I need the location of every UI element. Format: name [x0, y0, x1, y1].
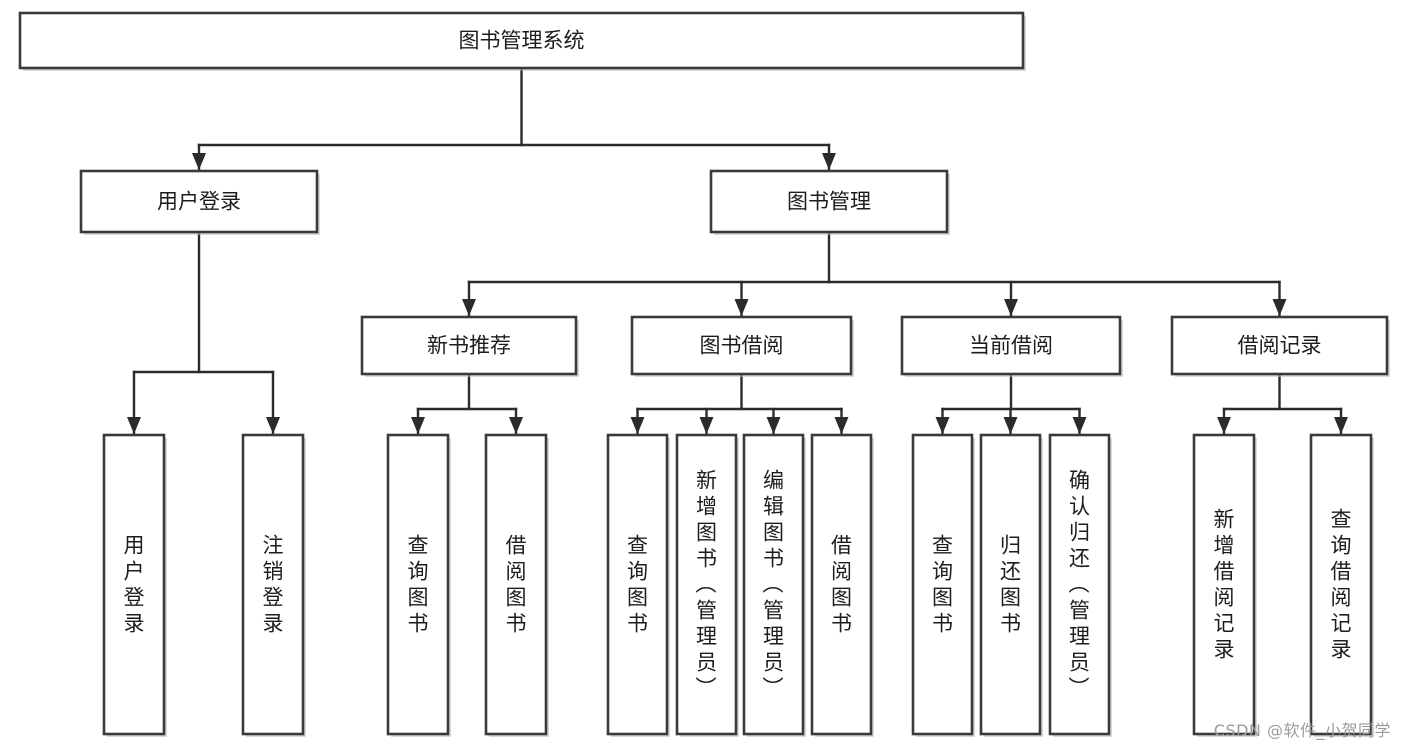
node-layer: 图书管理系统用户登录用户登录注销登录图书管理新书推荐查询图书借阅图书图书借阅查询…: [18, 11, 1390, 737]
node-l2-用户登录[interactable]: 用户登录: [79, 169, 320, 235]
node-label: 归还图书: [1000, 534, 1021, 636]
arrow-head-icon: [834, 417, 849, 434]
connector-layer: [127, 66, 1348, 436]
node-rect[interactable]: [102, 433, 166, 736]
node-rect[interactable]: [1192, 433, 1256, 736]
node-label: 用户登录: [157, 190, 241, 214]
node-label: 新书推荐: [427, 334, 511, 358]
arrow-head-icon: [1003, 417, 1018, 434]
node-rect[interactable]: [1309, 433, 1373, 736]
node-rect[interactable]: [1048, 433, 1111, 736]
arrow-head-icon: [1004, 299, 1018, 316]
node-rect[interactable]: [79, 169, 319, 234]
arrow-head-icon: [935, 417, 950, 434]
node-label: 图书管理: [787, 190, 871, 214]
node-label: 图书管理系统: [459, 29, 585, 53]
node-leaf-新增图书管理员[interactable]: 新增图书（管理员）: [675, 433, 739, 737]
arrow-head-icon: [766, 417, 781, 434]
node-label: 当前借阅: [969, 334, 1053, 358]
node-label: 查询借阅记录: [1331, 508, 1352, 662]
arrow-head-icon: [699, 417, 714, 434]
arrow-head-icon: [1272, 299, 1287, 316]
node-leaf-借阅图书[interactable]: 借阅图书: [810, 433, 874, 737]
node-rect[interactable]: [18, 11, 1025, 70]
arrow-head-icon: [1072, 417, 1087, 434]
arrow-head-icon: [822, 153, 836, 170]
node-label: 新增借阅记录: [1214, 508, 1235, 662]
node-leaf-确认归还管理员[interactable]: 确认归还（管理员）: [1048, 433, 1112, 737]
node-label: 编辑图书（管理员）: [763, 469, 785, 701]
arrow-head-icon: [127, 417, 141, 434]
node-rect[interactable]: [484, 433, 548, 736]
node-leaf-新增借阅记录[interactable]: 新增借阅记录: [1192, 433, 1257, 737]
arrow-head-icon: [1217, 417, 1231, 434]
node-leaf-查询图书[interactable]: 查询图书: [606, 433, 670, 737]
node-rect[interactable]: [360, 315, 578, 376]
node-rect[interactable]: [911, 433, 974, 736]
node-leaf-编辑图书管理员[interactable]: 编辑图书（管理员）: [742, 433, 806, 737]
node-leaf-查询图书[interactable]: 查询图书: [386, 433, 451, 737]
node-l3-当前借阅[interactable]: 当前借阅: [900, 315, 1123, 377]
node-root-图书管理系统[interactable]: 图书管理系统: [18, 11, 1026, 71]
node-leaf-查询借阅记录[interactable]: 查询借阅记录: [1309, 433, 1374, 737]
node-label: 图书借阅: [700, 334, 784, 358]
node-rect[interactable]: [241, 433, 305, 736]
arrow-head-icon: [1334, 417, 1348, 434]
arrow-head-icon: [630, 417, 645, 434]
node-l3-图书借阅[interactable]: 图书借阅: [630, 315, 854, 377]
arrow-head-icon: [509, 417, 523, 434]
node-leaf-注销登录[interactable]: 注销登录: [241, 433, 306, 737]
node-rect[interactable]: [606, 433, 669, 736]
node-rect[interactable]: [675, 433, 738, 736]
watermark-text: CSDN @软件_小贺同学: [1213, 721, 1391, 740]
node-label: 查询图书: [408, 534, 429, 636]
node-leaf-借阅图书[interactable]: 借阅图书: [484, 433, 549, 737]
node-rect[interactable]: [386, 433, 450, 736]
node-l3-新书推荐[interactable]: 新书推荐: [360, 315, 579, 377]
node-label: 确认归还（管理员）: [1069, 469, 1091, 701]
node-label: 注销登录: [263, 534, 284, 636]
arrow-head-icon: [734, 299, 749, 316]
node-label: 借阅图书: [831, 534, 852, 636]
node-rect[interactable]: [810, 433, 873, 736]
node-l3-借阅记录[interactable]: 借阅记录: [1170, 315, 1390, 377]
node-leaf-查询图书[interactable]: 查询图书: [911, 433, 975, 737]
node-rect[interactable]: [900, 315, 1122, 376]
node-label: 借阅记录: [1238, 334, 1322, 358]
arrow-head-icon: [462, 299, 476, 316]
node-label: 新增图书（管理员）: [696, 469, 718, 701]
node-rect[interactable]: [709, 169, 949, 234]
node-label: 查询图书: [627, 534, 648, 636]
arrow-head-icon: [192, 153, 206, 170]
node-rect[interactable]: [1170, 315, 1389, 376]
node-rect[interactable]: [742, 433, 805, 736]
node-label: 用户登录: [124, 534, 145, 636]
node-leaf-用户登录[interactable]: 用户登录: [102, 433, 167, 737]
node-label: 借阅图书: [506, 534, 527, 636]
arrow-head-icon: [411, 417, 425, 434]
node-rect[interactable]: [630, 315, 853, 376]
node-l2-图书管理[interactable]: 图书管理: [709, 169, 950, 235]
node-rect[interactable]: [979, 433, 1042, 736]
arrow-head-icon: [266, 417, 280, 434]
node-leaf-归还图书[interactable]: 归还图书: [979, 433, 1043, 737]
node-label: 查询图书: [932, 534, 953, 636]
